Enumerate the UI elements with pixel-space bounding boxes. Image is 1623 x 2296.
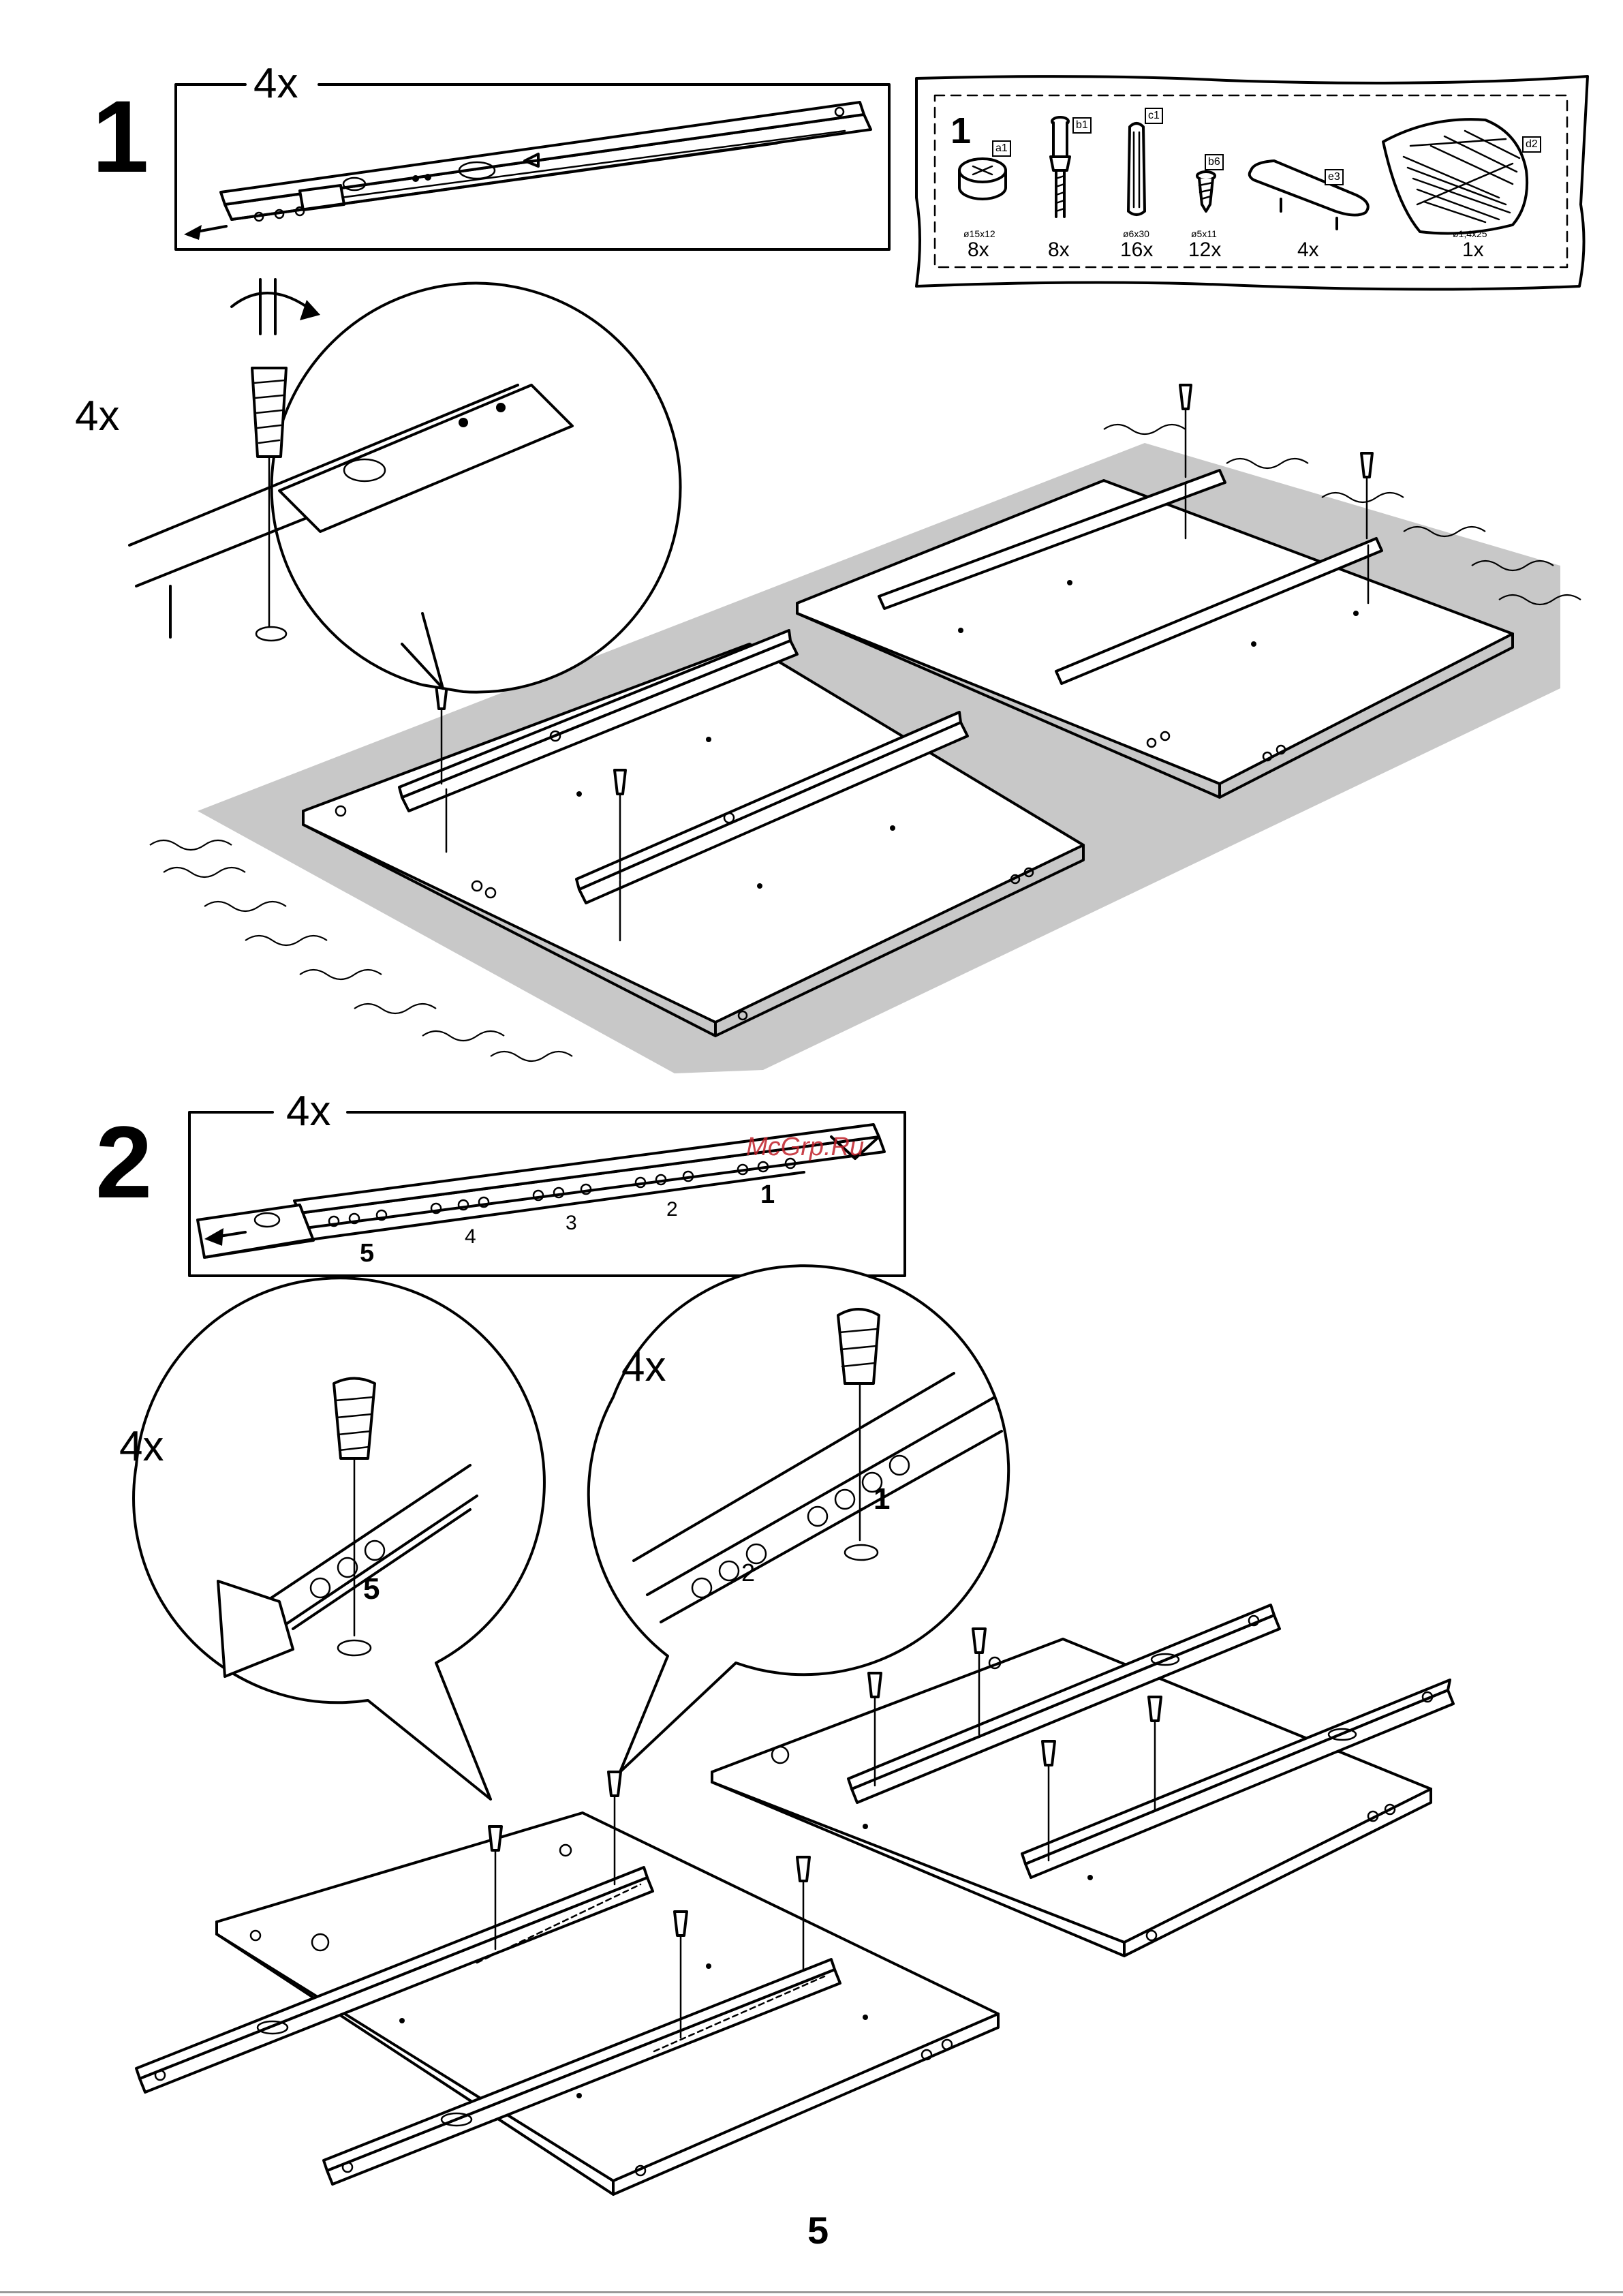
step-2-left-detail bbox=[134, 1278, 544, 1799]
page-bottom-rule bbox=[0, 2291, 1623, 2293]
step-2-right-detail-position-2: 2 bbox=[741, 1561, 755, 1585]
step-2-right-detail-position-1: 1 bbox=[874, 1484, 890, 1514]
step-2-left-detail-qty: 4x bbox=[119, 1426, 164, 1468]
page-number: 5 bbox=[807, 2211, 829, 2250]
step-2-left-detail-position: 5 bbox=[363, 1574, 380, 1604]
step-2-right-detail-qty: 4x bbox=[621, 1346, 666, 1388]
